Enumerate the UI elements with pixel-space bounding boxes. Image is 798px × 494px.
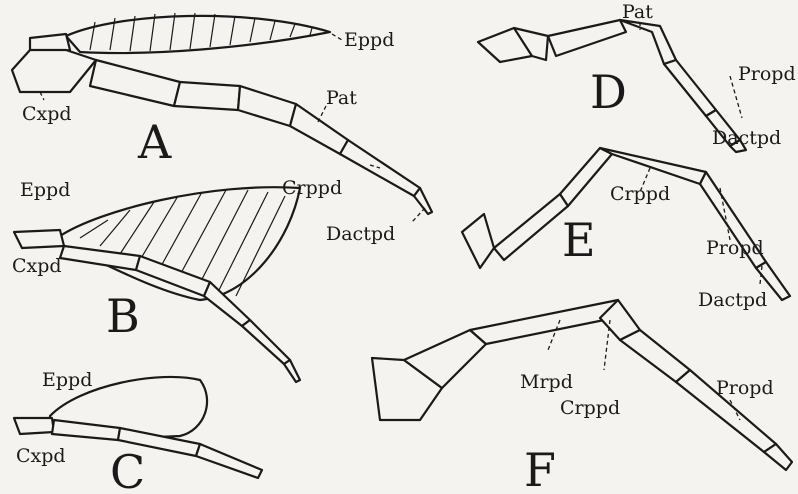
panel-e-letter: E: [562, 213, 596, 267]
label-e-crppd: Crppd: [610, 183, 670, 205]
label-e-propd: Propd: [706, 237, 764, 259]
label-a-crppd: Crppd: [282, 177, 342, 199]
label-a-pat: Pat: [326, 87, 357, 109]
panel-d-letter: D: [590, 65, 627, 119]
label-e-dactpd: Dactpd: [698, 289, 767, 311]
label-f-crppd: Crppd: [560, 397, 620, 419]
label-c-eppd: Eppd: [42, 369, 92, 391]
label-a-cxpd: Cxpd: [22, 103, 72, 125]
label-d-pat: Pat: [622, 1, 653, 23]
label-f-propd: Propd: [716, 377, 774, 399]
panel-b-letter: B: [106, 289, 140, 343]
panel-b-drawing: [14, 187, 300, 382]
label-a-dactpd: Dactpd: [326, 223, 395, 245]
panel-c-letter: C: [110, 445, 145, 494]
label-a-eppd: Eppd: [344, 29, 394, 51]
label-d-dactpd: Dactpd: [712, 127, 781, 149]
panel-e-drawing: [462, 148, 790, 300]
label-b-cxpd: Cxpd: [12, 255, 62, 277]
panel-a-letter: A: [137, 115, 172, 169]
panel-f-letter: F: [524, 443, 556, 494]
label-b-eppd: Eppd: [20, 179, 70, 201]
label-c-cxpd: Cxpd: [16, 445, 66, 467]
label-d-propd: Propd: [738, 63, 796, 85]
label-f-mrpd: Mrpd: [520, 371, 573, 393]
